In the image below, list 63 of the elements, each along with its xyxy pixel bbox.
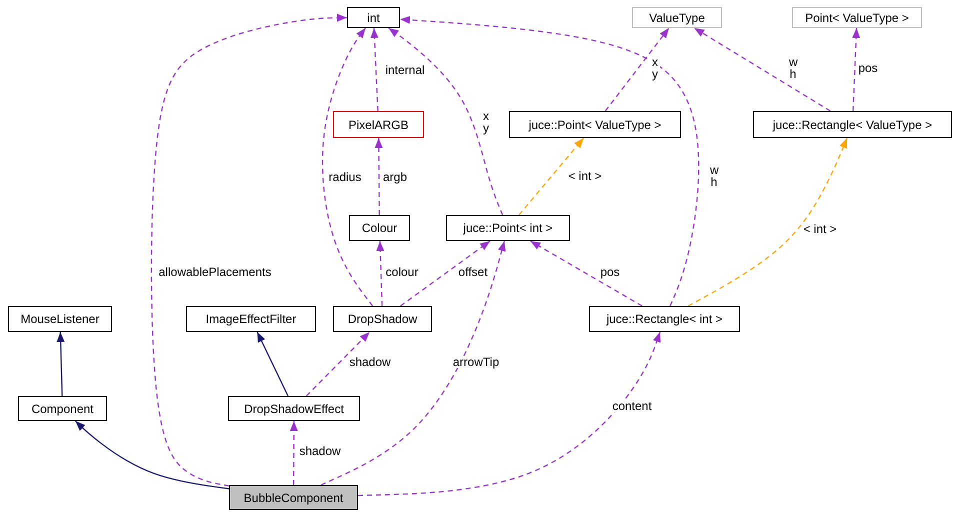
class-box [509, 111, 681, 138]
class-name: MouseListener [20, 312, 100, 326]
dashed-arrow [306, 332, 370, 396]
dashed-arrow [518, 138, 584, 216]
class-name: PixelARGB [348, 118, 409, 132]
class-name: BubbleComponent [244, 490, 344, 504]
edge-label: offset [457, 266, 489, 278]
class-box [753, 111, 952, 138]
class-box [347, 7, 400, 28]
class-box [8, 306, 112, 332]
edge-label: allowablePlacements [158, 266, 272, 278]
dashed-arrow [530, 240, 642, 307]
class-box [349, 215, 410, 241]
dashed-arrow [604, 28, 670, 112]
edge-label: content [611, 400, 653, 412]
class-name: juce::Point< int > [463, 221, 553, 235]
class-box [228, 396, 360, 421]
class-name: Colour [362, 221, 398, 235]
dashed-arrow [320, 240, 506, 486]
dashed-arrow [322, 28, 374, 306]
class-box [589, 306, 740, 332]
class-box [18, 396, 107, 421]
edge-label: arrowTip [452, 356, 500, 368]
class-box [333, 306, 432, 332]
class-name: int [367, 10, 380, 24]
dashed-arrow [388, 28, 504, 216]
dashed-arrow [400, 240, 490, 306]
edge-label: internal [384, 64, 426, 76]
class-box [446, 215, 570, 241]
class-box [229, 485, 358, 510]
arrow [74, 420, 230, 490]
class-name: Component [31, 402, 94, 416]
class-name: juce::Rectangle< ValueType > [772, 118, 932, 132]
edge-label: argb [382, 171, 408, 183]
class-box [632, 7, 722, 28]
dashed-arrow [290, 421, 298, 485]
class-name: ImageEffectFilter [206, 312, 296, 326]
class-name: Point< ValueType > [805, 10, 909, 24]
edge-label: shadow [298, 445, 342, 457]
dashed-arrow [150, 14, 347, 486]
edge-label: < int > [802, 223, 838, 235]
class-name: DropShadow [348, 312, 418, 326]
dashed-arrow [852, 28, 860, 112]
class-name: ValueType [649, 10, 705, 24]
dashed-arrow [374, 138, 383, 215]
edge-label: colour [384, 266, 420, 278]
class-box [333, 111, 424, 138]
dashed-arrow [400, 16, 700, 306]
dashed-arrow [370, 28, 378, 112]
class-name: DropShadowEffect [244, 402, 344, 416]
dashed-arrow [688, 138, 848, 307]
class-name: juce::Point< ValueType > [528, 118, 662, 132]
dashed-arrow [358, 332, 661, 496]
arrow [56, 332, 65, 396]
class-box [186, 306, 316, 332]
arrow [256, 332, 289, 396]
edge-label: < int > [567, 170, 603, 182]
edge-label: shadow [348, 356, 392, 368]
class-box [792, 7, 922, 28]
edge-label: radius [328, 171, 362, 183]
dashed-arrow [376, 240, 384, 306]
dashed-arrow [694, 27, 831, 112]
class-name: juce::Rectangle< int > [606, 312, 723, 326]
